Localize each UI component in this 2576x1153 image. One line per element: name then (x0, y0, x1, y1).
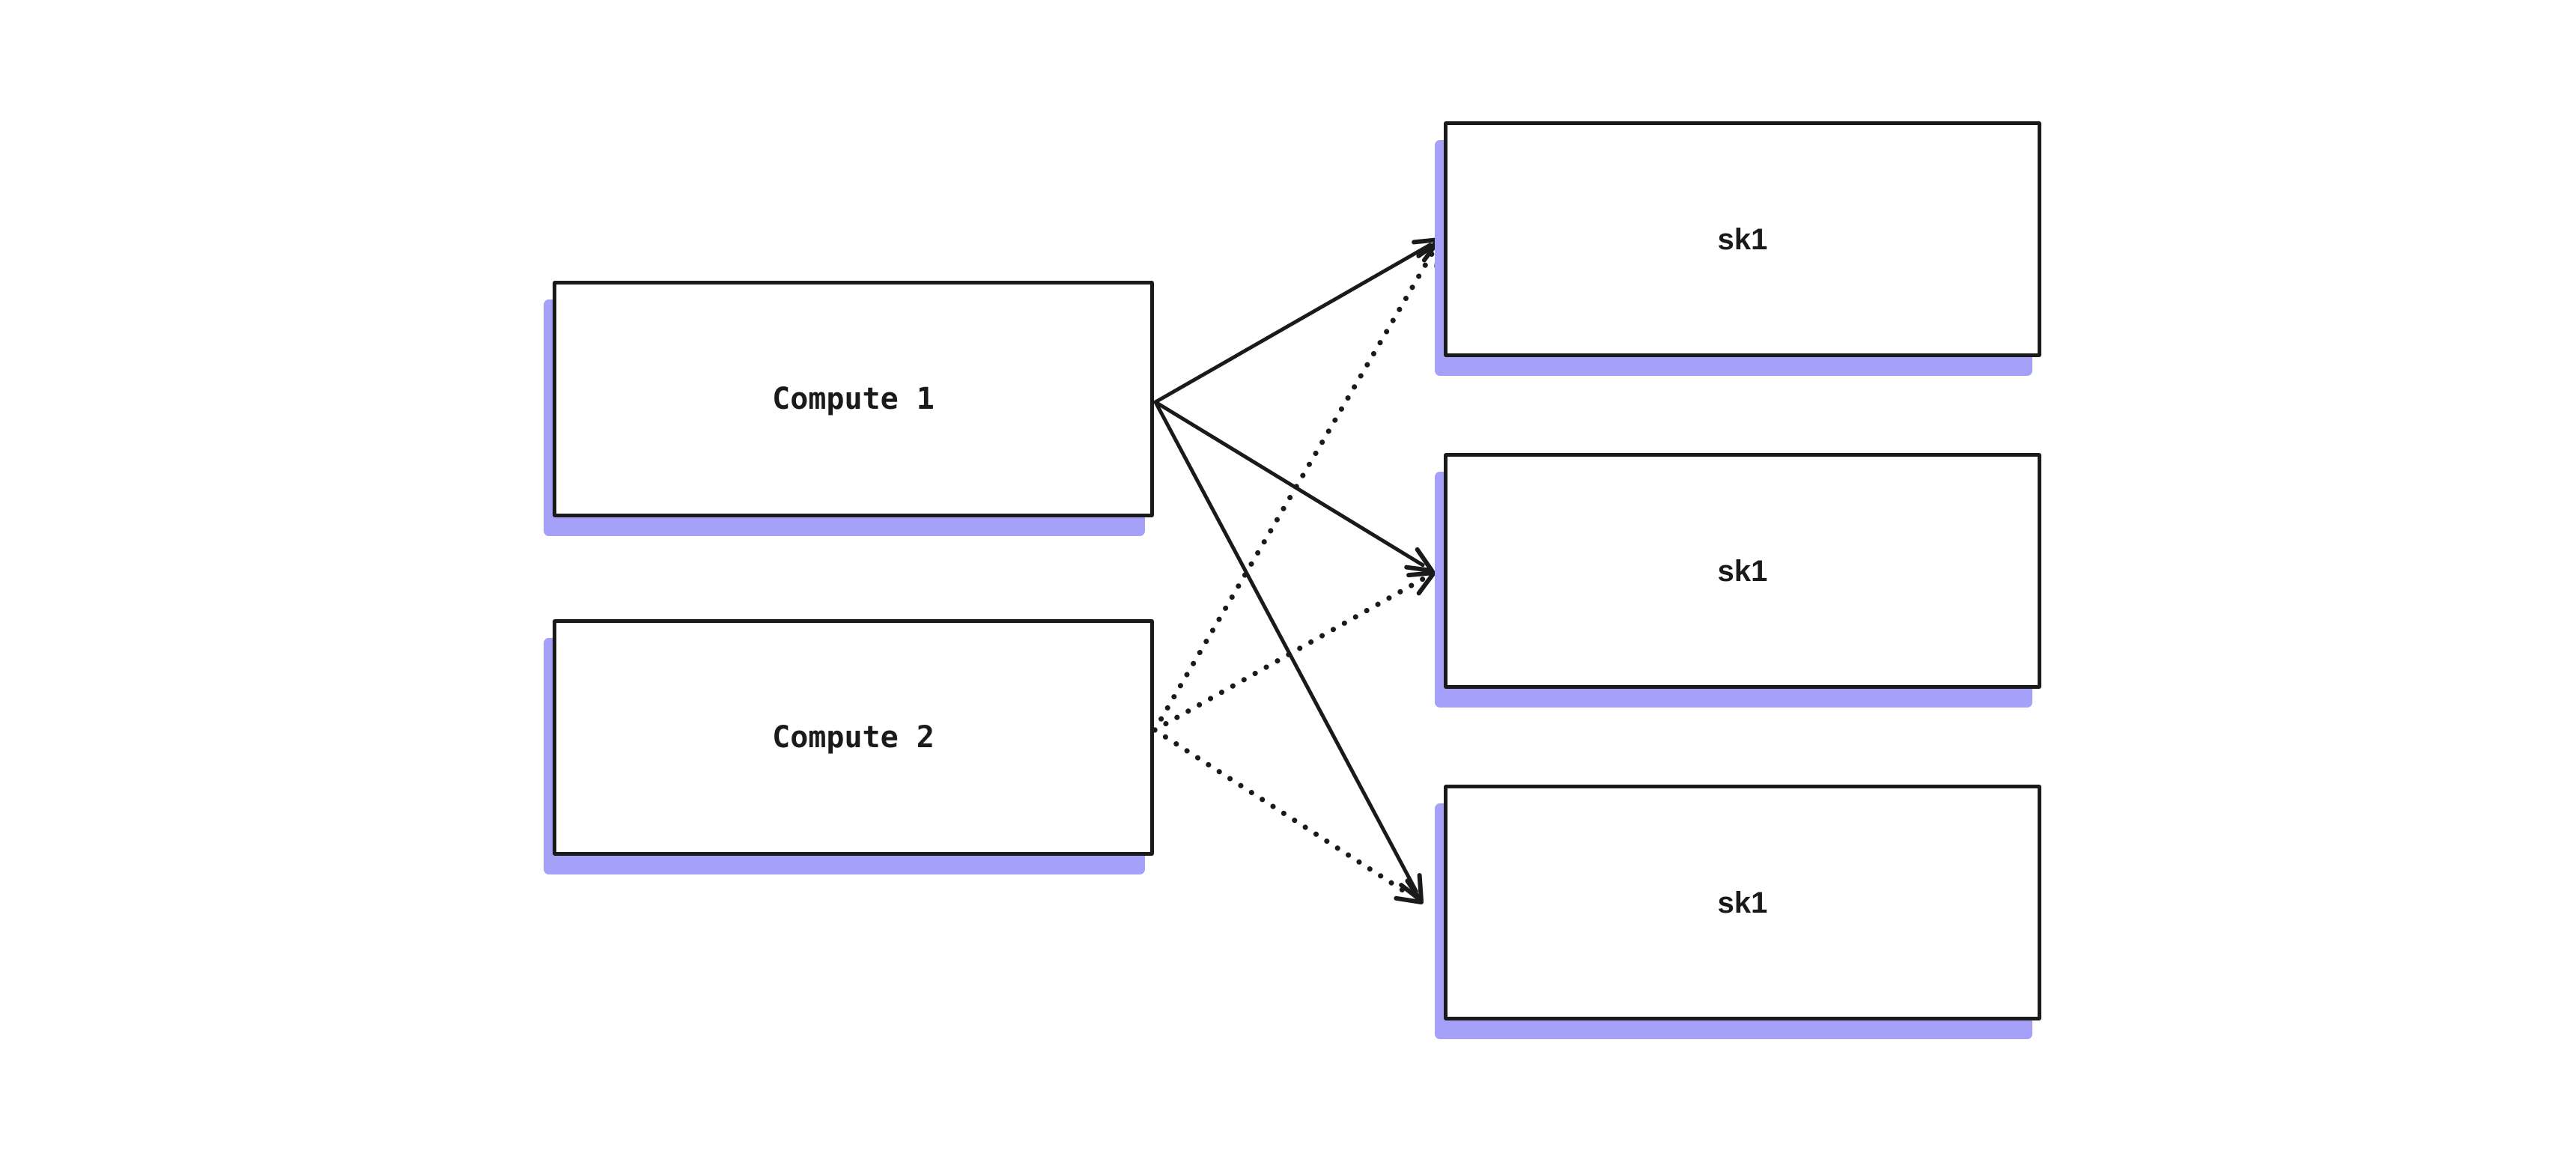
edge-e1 (1153, 243, 1433, 404)
edge-e4 (1152, 247, 1437, 733)
node-label-compute-2: Compute 2 (772, 720, 935, 755)
arrowhead-e2 (1404, 547, 1434, 573)
node-label-compute-1: Compute 1 (772, 382, 935, 416)
node-sk1-b[interactable]: sk1 (1444, 453, 2041, 689)
node-compute-2[interactable]: Compute 2 (553, 619, 1154, 856)
edge-e5 (1152, 575, 1428, 733)
node-compute-1[interactable]: Compute 1 (553, 281, 1154, 517)
node-sk1-a[interactable]: sk1 (1444, 121, 2041, 357)
edge-e2 (1153, 400, 1425, 568)
edge-e6 (1152, 727, 1415, 899)
node-label-sk1-a: sk1 (1717, 222, 1768, 256)
arrowhead-e3 (1399, 873, 1424, 903)
edge-e3 (1153, 400, 1418, 894)
node-label-sk1-c: sk1 (1717, 886, 1768, 919)
node-label-sk1-b: sk1 (1717, 554, 1768, 588)
node-sk1-c[interactable]: sk1 (1444, 785, 2041, 1020)
arrowhead-e6 (1394, 878, 1424, 904)
arrowhead-e5 (1406, 571, 1436, 596)
